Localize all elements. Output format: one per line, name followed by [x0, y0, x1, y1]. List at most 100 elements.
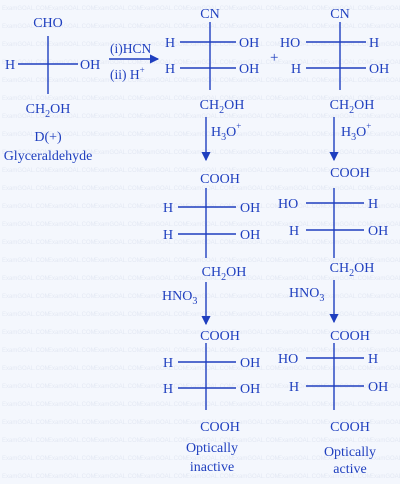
- watermark-text: ExamGOAL.COM: [2, 24, 50, 30]
- watermark-text: ExamGOAL.COM: [278, 222, 326, 228]
- watermark-text: ExamGOAL.COM: [370, 6, 400, 12]
- watermark-text: ExamGOAL.COM: [186, 150, 234, 156]
- watermark-text: ExamGOAL.COM: [232, 132, 280, 138]
- cyanohydrin-1-structure: CN H OH H OH CH2OH: [165, 7, 259, 116]
- watermark-text: ExamGOAL.COM: [232, 186, 280, 192]
- watermark-text: ExamGOAL.COM: [324, 78, 372, 84]
- watermark-text: ExamGOAL.COM: [278, 276, 326, 282]
- glyceraldehyde-name-label: Glyceraldehyde: [4, 149, 93, 164]
- watermark-text: ExamGOAL.COM: [2, 114, 50, 120]
- watermark-text: ExamGOAL.COM: [186, 348, 234, 354]
- diacid-1-label-line1: Optically: [186, 441, 238, 456]
- watermark-text: ExamGOAL.COM: [2, 42, 50, 48]
- watermark-text: ExamGOAL.COM: [94, 276, 142, 282]
- watermark-text: ExamGOAL.COM: [278, 186, 326, 192]
- watermark-text: ExamGOAL.COM: [370, 294, 400, 300]
- watermark-text: ExamGOAL.COM: [324, 222, 372, 228]
- acid-1-structure: COOH H OH H OH CH2OH: [163, 172, 260, 283]
- watermark-text: ExamGOAL.COM: [278, 204, 326, 210]
- watermark-text: ExamGOAL.COM: [140, 384, 188, 390]
- watermark-text: ExamGOAL.COM: [370, 348, 400, 354]
- watermark-text: ExamGOAL.COM: [48, 204, 96, 210]
- glyceraldehyde-right-group: OH: [80, 58, 100, 73]
- glyceraldehyde-structure: CHO H OH CH2OH D(+) Glyceraldehyde: [4, 16, 101, 164]
- watermark-text: ExamGOAL.COM: [186, 258, 234, 264]
- watermark-text: ExamGOAL.COM: [2, 366, 50, 372]
- watermark-text: ExamGOAL.COM: [232, 114, 280, 120]
- watermark-text: ExamGOAL.COM: [324, 150, 372, 156]
- watermark-text: ExamGOAL.COM: [324, 456, 372, 462]
- watermark-text: ExamGOAL.COM: [94, 366, 142, 372]
- watermark-text: ExamGOAL.COM: [278, 474, 326, 479]
- watermark-text: ExamGOAL.COM: [2, 402, 50, 408]
- acid-1-bottom-group: CH2OH: [202, 265, 247, 283]
- watermark-text: ExamGOAL.COM: [140, 150, 188, 156]
- watermark-text: ExamGOAL.COM: [232, 150, 280, 156]
- watermark-text: ExamGOAL.COM: [278, 384, 326, 390]
- diacid-2-lower-left: H: [289, 380, 299, 395]
- watermark-text: ExamGOAL.COM: [94, 204, 142, 210]
- watermark-text: ExamGOAL.COM: [48, 78, 96, 84]
- watermark-text: ExamGOAL.COM: [186, 276, 234, 282]
- watermark-text: ExamGOAL.COM: [140, 78, 188, 84]
- watermark-text: ExamGOAL.COM: [370, 258, 400, 264]
- watermark-text: ExamGOAL.COM: [370, 312, 400, 318]
- watermark-text: ExamGOAL.COM: [140, 240, 188, 246]
- acid-2-top-group: COOH: [330, 166, 370, 181]
- watermark-text: ExamGOAL.COM: [186, 474, 234, 479]
- watermark-text: ExamGOAL.COM: [48, 384, 96, 390]
- watermark-text: ExamGOAL.COM: [324, 294, 372, 300]
- watermark-text: ExamGOAL.COM: [370, 222, 400, 228]
- diacid-2-upper-left: HO: [278, 352, 298, 367]
- watermark-text: ExamGOAL.COM: [278, 6, 326, 12]
- watermark-text: ExamGOAL.COM: [324, 6, 372, 12]
- watermark-text: ExamGOAL.COM: [140, 420, 188, 426]
- watermark-text: ExamGOAL.COM: [2, 276, 50, 282]
- diacid-2-structure: COOH HO H H OH COOH Optically active: [278, 329, 388, 477]
- diacid-2-bottom-group: COOH: [330, 420, 370, 435]
- watermark-text: ExamGOAL.COM: [186, 312, 234, 318]
- watermark-text: ExamGOAL.COM: [48, 366, 96, 372]
- watermark-text: ExamGOAL.COM: [94, 6, 142, 12]
- watermark-text: ExamGOAL.COM: [278, 60, 326, 66]
- watermark-text: ExamGOAL.COM: [324, 132, 372, 138]
- watermark-text: ExamGOAL.COM: [94, 78, 142, 84]
- watermark-text: ExamGOAL.COM: [48, 114, 96, 120]
- watermark-text: ExamGOAL.COM: [232, 384, 280, 390]
- watermark-text: ExamGOAL.COM: [2, 96, 50, 102]
- watermark-text: ExamGOAL.COM: [370, 330, 400, 336]
- watermark-text: ExamGOAL.COM: [48, 474, 96, 479]
- acid-1-upper-right: OH: [240, 201, 260, 216]
- diacid-1-lower-right: OH: [240, 382, 260, 397]
- watermark-text: ExamGOAL.COM: [140, 258, 188, 264]
- watermark-text: ExamGOAL.COM: [2, 6, 50, 12]
- watermark-text: ExamGOAL.COM: [186, 222, 234, 228]
- watermark-text: ExamGOAL.COM: [324, 114, 372, 120]
- watermark-layer: ExamGOAL.COMExamGOAL.COMExamGOAL.COMExam…: [2, 6, 400, 480]
- watermark-text: ExamGOAL.COM: [2, 330, 50, 336]
- watermark-text: ExamGOAL.COM: [186, 438, 234, 444]
- watermark-text: ExamGOAL.COM: [278, 438, 326, 444]
- diacid-1-upper-right: OH: [240, 356, 260, 371]
- cyanohydrin-2-bottom-group: CH2OH: [330, 98, 375, 116]
- glyceraldehyde-top-group: CHO: [33, 16, 63, 31]
- watermark-text: ExamGOAL.COM: [48, 330, 96, 336]
- watermark-text: ExamGOAL.COM: [232, 6, 280, 12]
- watermark-text: ExamGOAL.COM: [186, 96, 234, 102]
- watermark-text: ExamGOAL.COM: [94, 240, 142, 246]
- watermark-text: ExamGOAL.COM: [94, 438, 142, 444]
- watermark-text: ExamGOAL.COM: [370, 60, 400, 66]
- acid-1-lower-right: OH: [240, 228, 260, 243]
- watermark-text: ExamGOAL.COM: [324, 420, 372, 426]
- watermark-text: ExamGOAL.COM: [370, 78, 400, 84]
- watermark-text: ExamGOAL.COM: [2, 186, 50, 192]
- watermark-text: ExamGOAL.COM: [48, 258, 96, 264]
- watermark-text: ExamGOAL.COM: [232, 258, 280, 264]
- watermark-text: ExamGOAL.COM: [232, 96, 280, 102]
- oxidation-reagent-right: HNO3: [289, 286, 324, 304]
- watermark-text: ExamGOAL.COM: [278, 24, 326, 30]
- cyanohydrin-2-upper-right: H: [369, 36, 379, 51]
- cyanohydrin-2-structure: CN HO H H OH CH2OH: [280, 7, 389, 116]
- watermark-text: ExamGOAL.COM: [94, 42, 142, 48]
- watermark-text: ExamGOAL.COM: [94, 150, 142, 156]
